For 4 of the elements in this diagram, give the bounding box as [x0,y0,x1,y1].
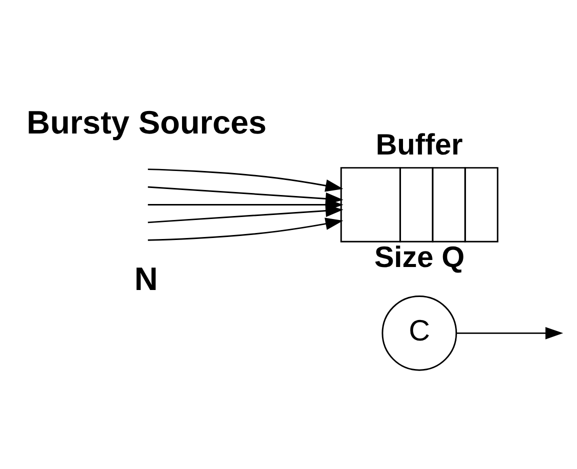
label: N [134,260,158,296]
node-label: Buffer [376,128,463,162]
label: Bursty Sources [26,104,267,140]
node-label: Size Q [374,240,465,274]
